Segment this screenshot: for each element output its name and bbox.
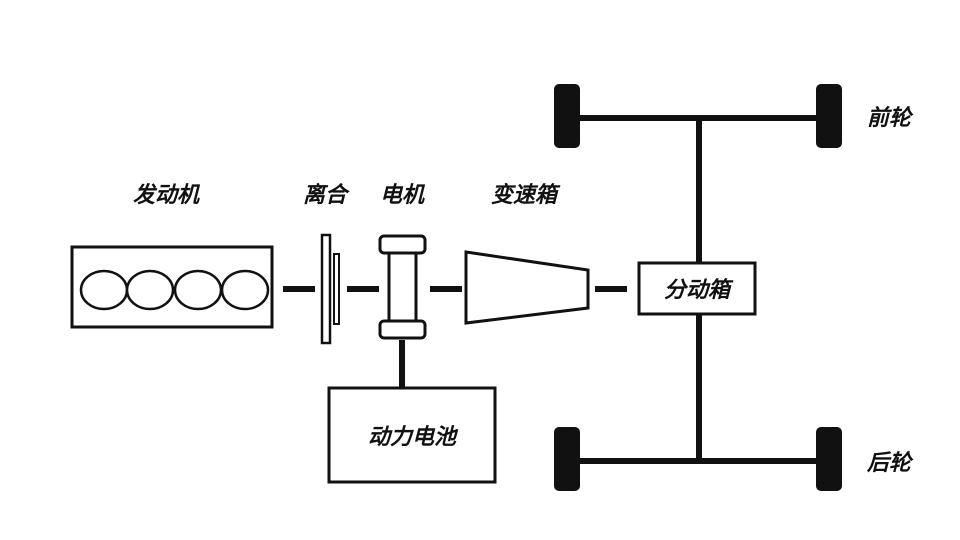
shaft-motor-gearbox [430, 286, 462, 292]
clutch-plate-secondary [333, 253, 340, 325]
battery-connector [399, 340, 405, 388]
motor-label: 电机 [380, 183, 426, 208]
battery-box [327, 386, 497, 484]
front-left-wheel [554, 84, 580, 148]
clutch-label: 离合 [303, 182, 350, 208]
motor-bottom-cap [378, 319, 427, 340]
front-wheel-label: 前轮 [867, 105, 914, 131]
gearbox-label: 变速箱 [491, 182, 561, 208]
rear-left-wheel [554, 427, 580, 491]
engine [70, 245, 274, 329]
motor [378, 234, 427, 340]
clutch [320, 233, 340, 345]
cylinder-1 [79, 269, 129, 311]
engine-label: 发动机 [133, 182, 201, 208]
front-axle [578, 115, 820, 121]
shaft-clutch-motor [347, 286, 379, 292]
transfer-case-label: 分动箱 [664, 277, 734, 303]
cylinder-4 [220, 269, 270, 311]
cylinder-2 [125, 269, 175, 311]
motor-body [387, 251, 418, 323]
rear-right-wheel [816, 427, 842, 491]
rear-wheel-label: 后轮 [866, 451, 914, 476]
clutch-plate-main [320, 233, 332, 345]
battery-label: 动力电池 [368, 425, 459, 450]
motor-top-cap [378, 234, 427, 255]
shaft-engine-clutch [283, 286, 315, 292]
shaft-gearbox-transfer [595, 286, 627, 292]
rear-axle [578, 458, 820, 464]
transfer-case-box [637, 261, 757, 316]
front-right-wheel [816, 84, 842, 148]
cylinder-3 [173, 269, 223, 311]
gearbox-shape [464, 250, 590, 325]
